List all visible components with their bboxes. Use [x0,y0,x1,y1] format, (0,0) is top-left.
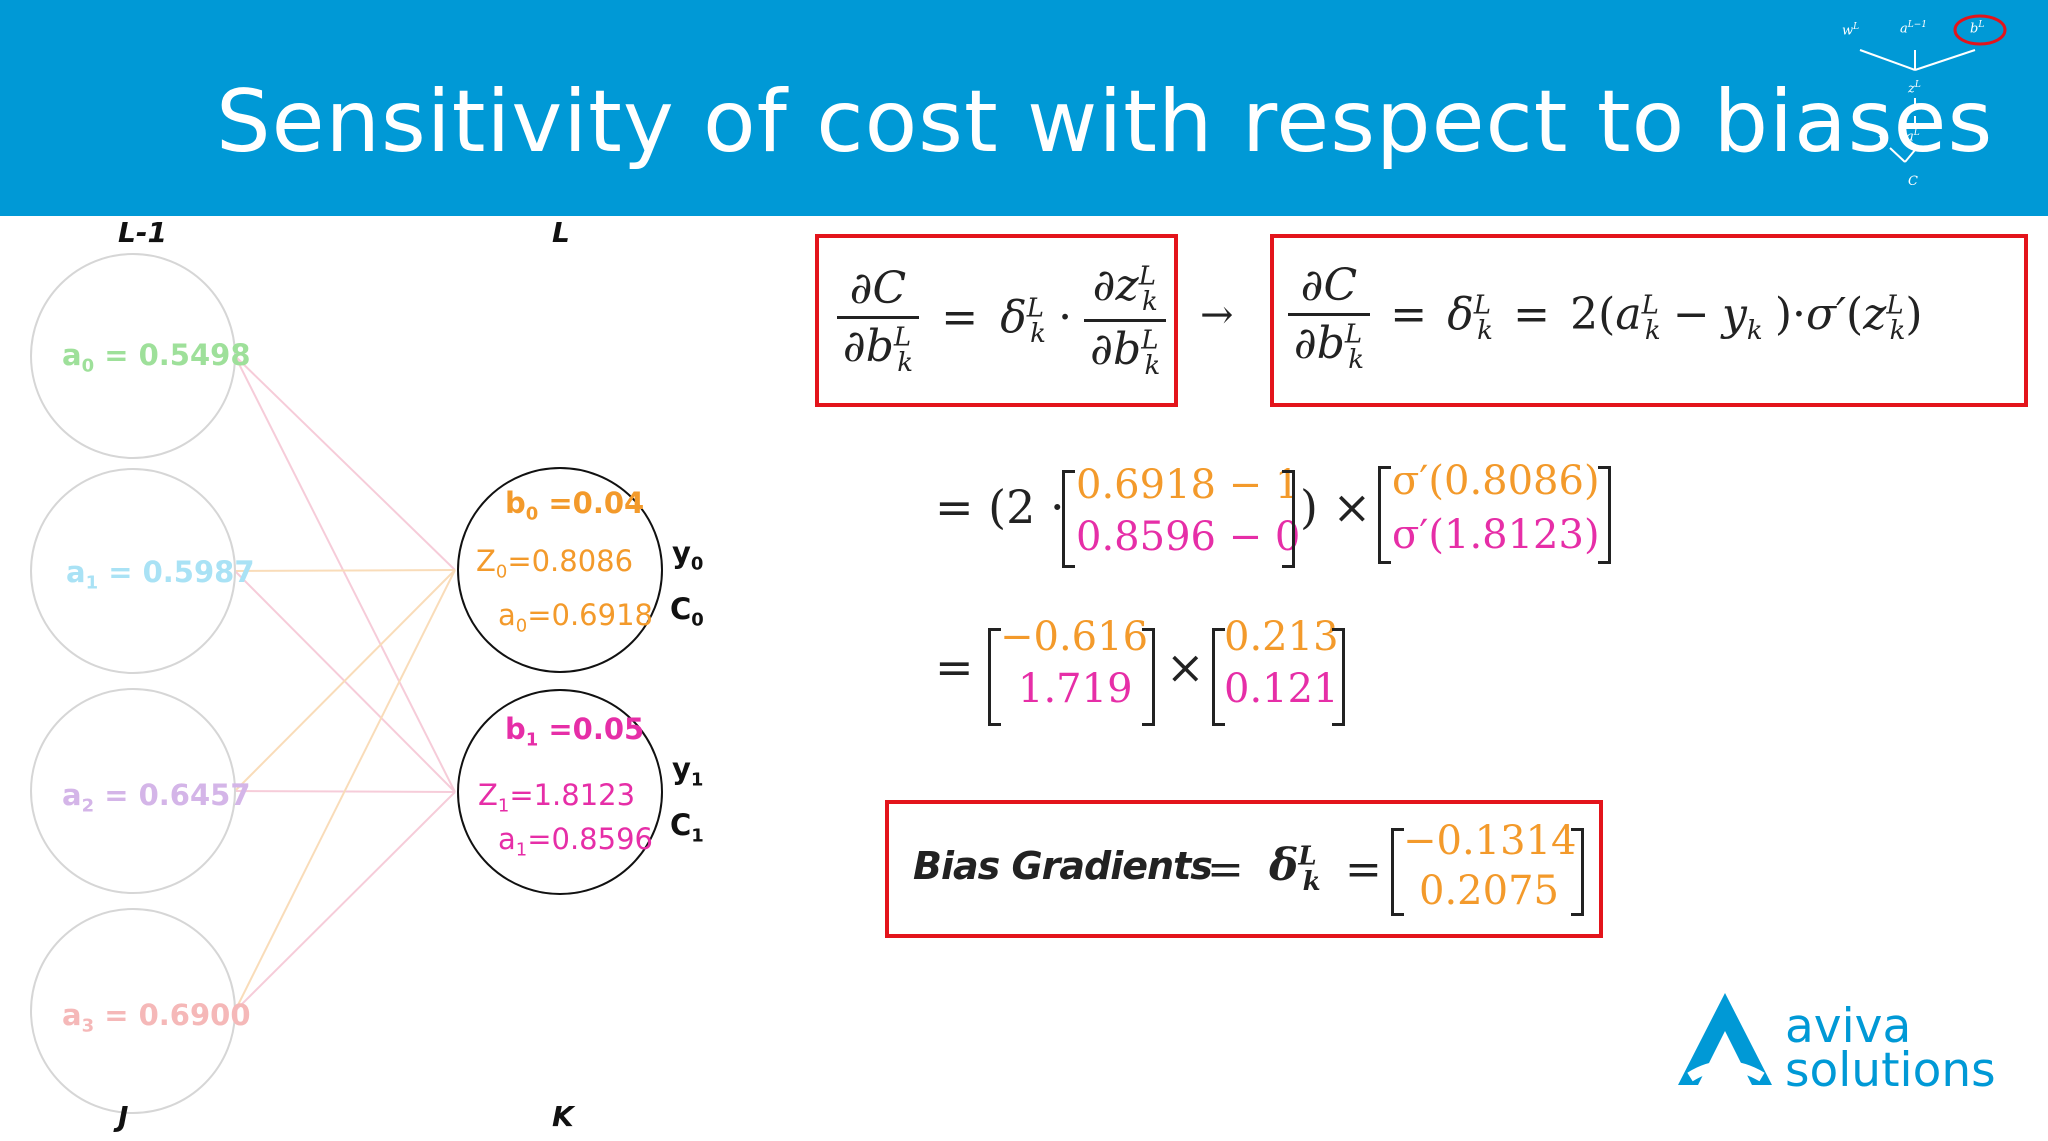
activation-0: a0=0.6918 [498,598,653,637]
result-delta: δLk [1269,840,1321,897]
mini-a: aL [1906,128,1920,145]
bias-gradients-box: Bias Gradients = δLk = −0.1314 0.2075 [885,800,1603,938]
dc-db-fraction: ∂C∂bLk [837,263,919,378]
input-node-3 [30,908,236,1114]
bias-derivative-box: ∂C∂bLk = δLk = 2(aLk − yk )·σ′(zLk) [1270,234,2028,407]
implies-arrow: → [1200,292,1234,338]
input-activation-2: a2 = 0.6457 [62,778,251,817]
z-1: Z1=1.8123 [478,778,636,817]
bias-1: b1 =0.05 [505,712,645,751]
line2-s1: 0.213 [1224,614,1339,660]
bias-gradients-label: Bias Gradients [913,844,1213,888]
network-connections [234,355,456,1012]
index-label-j: J [118,1100,129,1133]
line2-times: × [1166,640,1205,694]
mini-computation-graph: wL aL−1 bL zL y aL C [1820,10,2040,200]
line2-m2: 1.719 [1018,666,1133,712]
mini-y: y [1878,132,1886,147]
logo-text: aviva solutions [1785,999,1996,1098]
input-node-0 [30,253,236,459]
slide-title: Sensitivity of cost with respect to bias… [216,72,1994,172]
line1-m2: 0.8596 − 0 [1076,514,1301,560]
output-node-0 [457,467,663,673]
input-activation-0: a0 = 0.5498 [62,338,251,377]
bias-derivative-equation: ∂C∂bLk = δLk = 2(aLk − yk )·σ′(zLk) [1288,260,1923,375]
activation-1: a1=0.8596 [498,822,653,861]
input-node-1 [30,468,236,674]
bias-0: b0 =0.04 [505,486,645,525]
line2-bracket-left [988,628,1001,726]
line1-s1: σ′(0.8086) [1392,458,1600,504]
output-node-1 [457,689,663,895]
title-bar: Sensitivity of cost with respect to bias… [0,0,2048,216]
target-y1: y1 [672,752,704,791]
line2-prefix: = [935,640,974,694]
dz-db-fraction: ∂zLk∂bLk [1084,260,1167,381]
result-v1: −0.1314 [1403,818,1577,864]
input-activation-1: a1 = 0.5987 [66,555,255,594]
line2-m1: −0.616 [1000,614,1149,660]
index-label-k: K [552,1100,574,1133]
mini-a-prev: aL−1 [1900,20,1928,37]
line1-s2: σ′(1.8123) [1392,512,1600,558]
line1-times: ) × [1300,480,1372,534]
layer-label-prev: L-1 [118,216,167,249]
result-bracket-right [1571,828,1584,916]
logo-line-1: aviva [1785,999,1912,1054]
result-equals-2: = [1345,844,1382,895]
mini-b: bL [1970,20,1985,37]
chain-rule-box: ∂C∂bLk = δLk · ∂zLk∂bLk [815,234,1178,407]
line1-bracket-right [1282,470,1295,568]
input-activation-3: a3 = 0.6900 [62,998,251,1037]
line2-s2: 0.121 [1224,666,1339,712]
target-y0: y0 [672,536,704,575]
cost-c0: C0 [670,592,704,631]
layer-label-curr: L [552,216,570,249]
mini-z: zL [1908,80,1921,97]
cost-c1: C1 [670,808,704,847]
line2-bracket-right [1142,628,1155,726]
line2-vec-bracket-right [1332,628,1345,726]
result-bracket-left [1391,828,1404,916]
mini-w: wL [1842,22,1860,39]
z-0: Z0=0.8086 [476,544,634,583]
line1-sigma-bracket-right [1598,466,1611,564]
result-v2: 0.2075 [1419,868,1559,914]
mini-c: C [1908,174,1918,189]
line1-sigma-bracket-left [1378,466,1391,564]
network-diagram [30,253,663,1114]
input-node-2 [30,688,236,894]
line1-bracket-left [1062,470,1075,568]
logo-line-2: solutions [1785,1043,1996,1098]
mini-graph-lines [1859,14,2007,163]
result-equals-1: = [1207,844,1244,895]
line1-m1: 0.6918 − 1 [1076,462,1301,508]
line1-prefix: = (2 · [935,480,1065,534]
chain-rule-equation: ∂C∂bLk = δLk · ∂zLk∂bLk [837,260,1167,381]
line2-vec-bracket-left [1212,628,1225,726]
aviva-logo-mark [1678,993,1772,1085]
